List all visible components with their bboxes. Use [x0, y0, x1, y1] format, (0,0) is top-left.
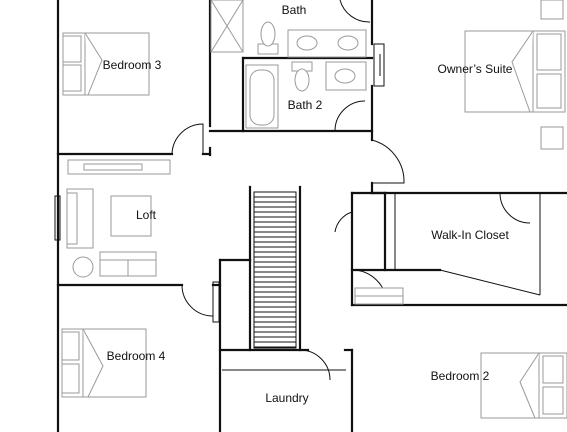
bedroom4-bed [61, 328, 147, 398]
owners-suite-bed [464, 0, 566, 150]
label-bath-2: Bath 2 [288, 98, 323, 112]
label-walk-in-closet: Walk-In Closet [431, 228, 509, 242]
loft-furniture [66, 159, 171, 278]
label-bedroom-4: Bedroom 4 [107, 349, 166, 363]
label-owners-suite: Owner’s Suite [438, 62, 513, 76]
bath-fixtures [210, 0, 367, 129]
walls [56, 0, 567, 432]
bedroom3-bed [62, 32, 150, 96]
label-bath: Bath [282, 3, 307, 17]
bedroom2-bed [480, 352, 567, 419]
label-laundry: Laundry [265, 391, 308, 405]
stair-outline [253, 191, 297, 349]
closet-shelving [354, 193, 541, 305]
windows [54, 43, 385, 323]
staircase [253, 191, 297, 349]
label-bedroom-2: Bedroom 2 [431, 369, 490, 383]
label-loft: Loft [136, 208, 157, 222]
room-labels: Bath Bedroom 3 Owner’s Suite Bath 2 Loft… [103, 3, 513, 405]
label-bedroom-3: Bedroom 3 [103, 58, 162, 72]
